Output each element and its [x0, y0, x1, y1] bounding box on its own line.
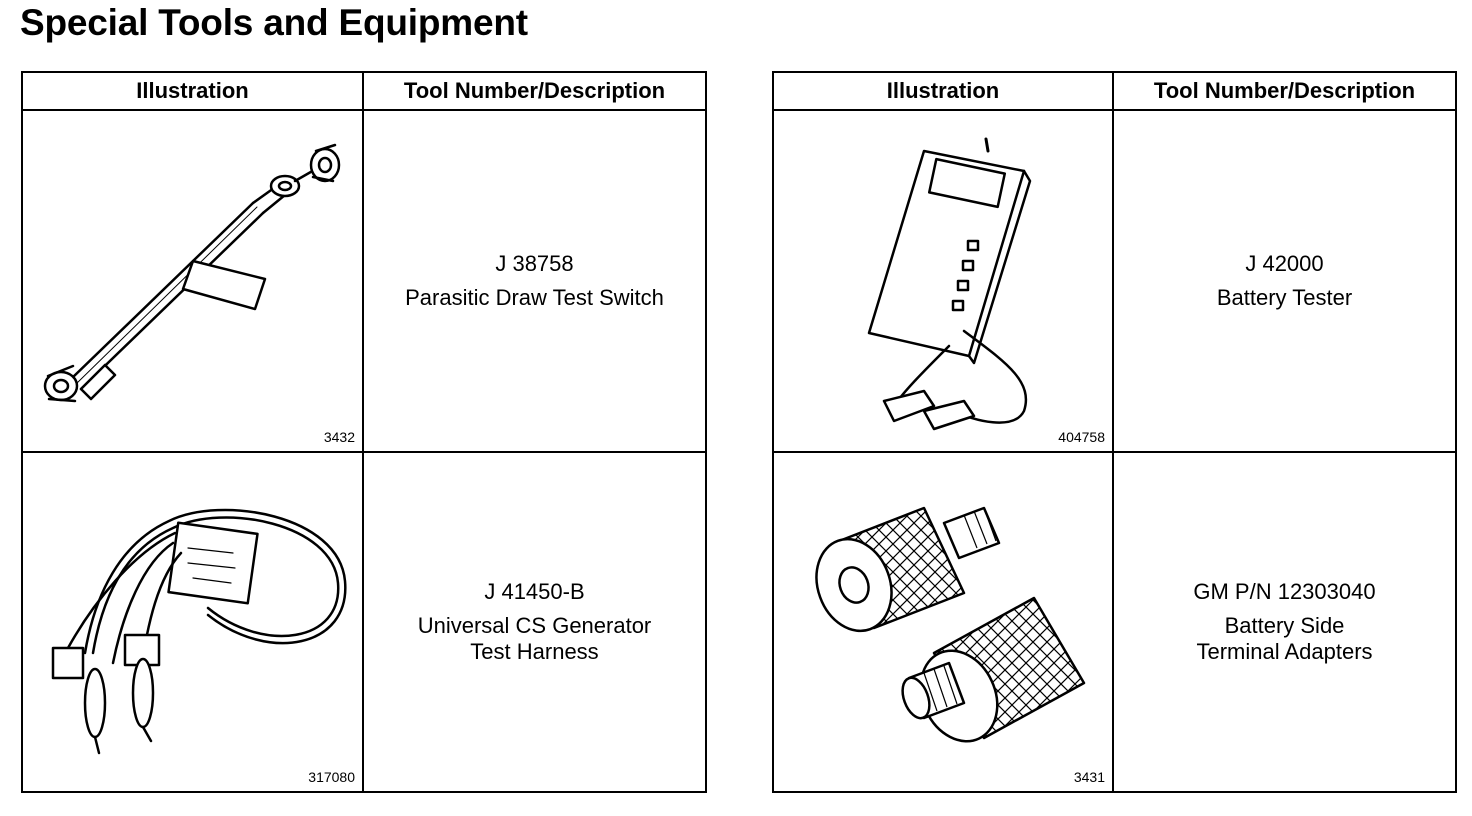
page-title: Special Tools and Equipment	[20, 2, 528, 43]
tool-description: Universal CS Generator Test Harness	[417, 613, 652, 664]
illustration-header: Illustration	[21, 71, 364, 111]
table-header-row: Illustration Tool Number/Description	[21, 71, 707, 111]
tool-number: J 38758	[495, 251, 574, 276]
battery-tester-illustration	[867, 137, 1032, 431]
table-header-row: Illustration Tool Number/Description	[772, 71, 1457, 111]
test-switch-illustration	[43, 143, 341, 403]
tools-table-right: Illustration Tool Number/Description	[772, 71, 1457, 793]
terminal-adapters-illustration	[815, 506, 1086, 743]
illustration-cell: 404758	[772, 109, 1114, 453]
tool-cell: J 41450-B Universal CS Generator Test Ha…	[362, 451, 707, 793]
tool-header: Tool Number/Description	[1112, 71, 1457, 111]
tool-number: GM P/N 12303040	[1193, 579, 1376, 604]
tool-description: Parasitic Draw Test Switch	[405, 285, 664, 310]
illustration-cell: 3432	[21, 109, 364, 453]
illustration-cell: 3431	[772, 451, 1114, 793]
figure-number: 317080	[308, 769, 355, 785]
tool-cell: J 38758 Parasitic Draw Test Switch	[362, 109, 707, 453]
tool-cell: GM P/N 12303040 Battery Side Terminal Ad…	[1112, 451, 1457, 793]
tool-number: J 42000	[1245, 251, 1324, 276]
tool-description: Battery Tester	[1216, 285, 1353, 310]
tool-description: Battery Side Terminal Adapters	[1196, 613, 1373, 664]
tool-cell: J 42000 Battery Tester	[1112, 109, 1457, 453]
figure-number: 3431	[1073, 769, 1105, 785]
figure-number: 3432	[323, 429, 355, 445]
table-row: 3432 J 38758 Parasitic Draw Test Switch	[21, 109, 707, 453]
test-harness-illustration	[51, 508, 347, 755]
figure-number: 404758	[1058, 429, 1105, 445]
table-row: 404758 J 42000 Battery Tester	[772, 109, 1457, 453]
illustration-header: Illustration	[772, 71, 1114, 111]
table-row: 317080 J 41450-B Universal CS Generator …	[21, 451, 707, 793]
tool-header: Tool Number/Description	[362, 71, 707, 111]
tools-table-left: Illustration Tool Number/Description	[21, 71, 707, 793]
illustration-cell: 317080	[21, 451, 364, 793]
tool-number: J 41450-B	[484, 579, 585, 604]
table-row: 3431 GM P/N 12303040 Battery Side Termin…	[772, 451, 1457, 793]
